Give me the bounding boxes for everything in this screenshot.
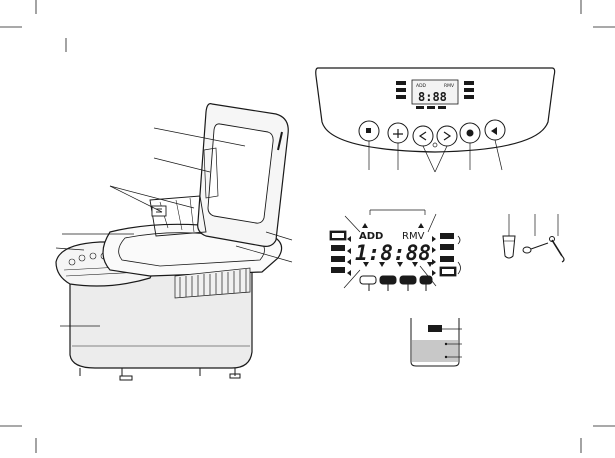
water-level-detail (411, 318, 462, 366)
mini-lcd-rmv: RMV (444, 83, 455, 89)
pan-water (412, 340, 458, 362)
pan-handle (428, 325, 442, 332)
hook-tool-icon (550, 214, 565, 262)
viewing-window (208, 124, 273, 223)
lcd-right-icons (432, 233, 461, 276)
lcd-status-bars (360, 276, 432, 291)
mini-lcd-digits: 8:88 (418, 90, 447, 104)
measuring-spoon-icon (523, 214, 548, 253)
bread-maker (56, 104, 292, 380)
lcd-time-digits: 1:8:88 (355, 241, 431, 265)
mini-lcd-add: ADD (416, 83, 427, 89)
measuring-cup-icon (503, 214, 515, 258)
power-icon (366, 128, 371, 133)
accessories (503, 214, 564, 262)
control-panel-overview: ADD RMV 8:88 (316, 68, 555, 172)
crust-color-icon (467, 130, 474, 137)
kneading-paddle (152, 206, 166, 216)
lcd-detail: ADD RMV 1:8:88 (330, 210, 461, 291)
lcd-left-icons (330, 231, 351, 276)
